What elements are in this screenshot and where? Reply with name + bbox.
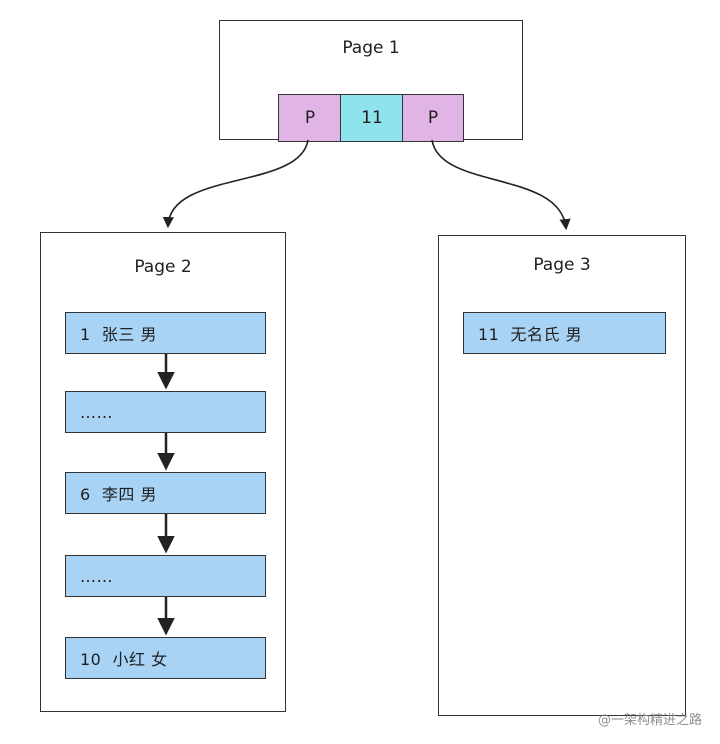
record-row: 1 张三 男: [65, 312, 266, 354]
record-row: 10 小红 女: [65, 637, 266, 679]
right-pointer-label: P: [427, 108, 439, 128]
left-pointer-label: P: [304, 108, 316, 128]
page-1-title: Page 1: [342, 38, 400, 58]
record-row: ……: [65, 555, 266, 597]
record-row: 6 李四 男: [65, 472, 266, 514]
record-row: 11 无名氏 男: [463, 312, 666, 354]
left-pointer-cell: P: [278, 94, 342, 142]
page-1-node: Page 1 P 11 P: [219, 20, 523, 142]
page-3-title: Page 3: [533, 255, 591, 275]
record-row: ……: [65, 391, 266, 433]
key-label: 11: [361, 108, 383, 128]
right-pointer-cell: P: [402, 94, 464, 142]
left-child-arrow: [162, 139, 309, 229]
key-cell: 11: [340, 94, 404, 142]
right-child-arrow: [431, 139, 571, 231]
page-2-title: Page 2: [134, 257, 192, 277]
watermark: @一架构精进之路: [597, 713, 702, 728]
